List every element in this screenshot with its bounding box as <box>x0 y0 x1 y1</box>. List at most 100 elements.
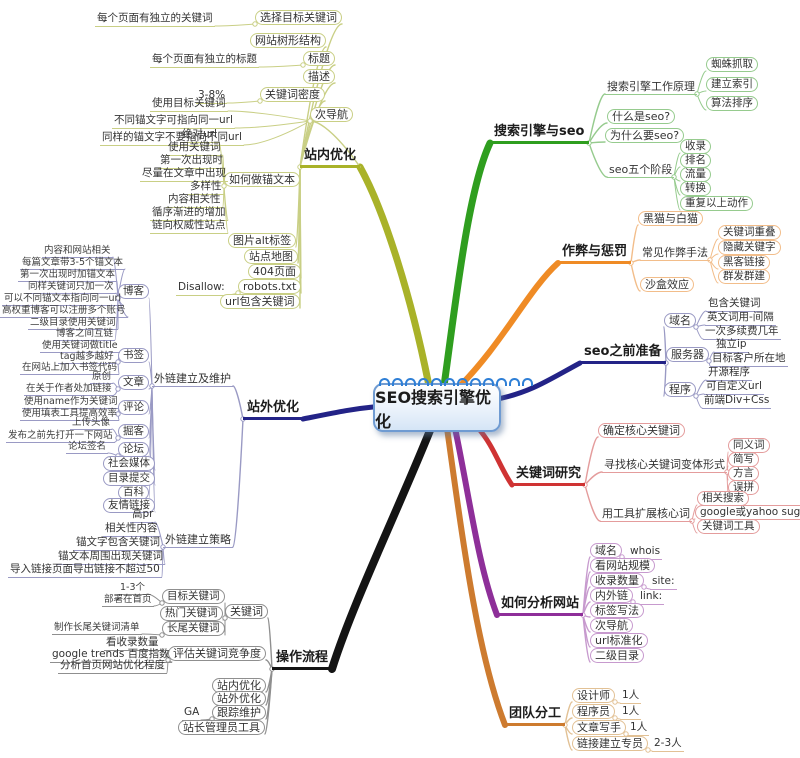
mindmap-node[interactable]: url包含关键词 <box>220 294 300 310</box>
mindmap-node[interactable]: Disallow: <box>176 281 227 296</box>
mindmap-node[interactable]: 部署在首页 <box>102 594 154 608</box>
mindmap-node[interactable]: site: <box>650 575 677 590</box>
mindmap-node[interactable]: 前端Div+Css <box>702 394 772 409</box>
mindmap-node[interactable]: 第一次出现时加锚文本 <box>18 269 118 283</box>
branch-offsite-optimization[interactable]: 站外优化 <box>243 400 304 420</box>
mindmap-node[interactable]: 博客 <box>118 284 149 299</box>
mindmap-node[interactable]: 相关搜索 <box>697 491 749 506</box>
mindmap-node[interactable]: 绝对url <box>180 128 219 143</box>
mindmap-node[interactable]: 使用name作为关键词 <box>22 396 120 410</box>
mindmap-node[interactable]: robots.txt <box>238 279 302 295</box>
mindmap-node[interactable]: 排名 <box>680 153 711 168</box>
mindmap-node[interactable]: 域名 <box>590 543 622 559</box>
mindmap-node[interactable]: 论坛签名 <box>66 441 109 455</box>
mindmap-node[interactable]: 书签 <box>118 348 149 363</box>
mindmap-node[interactable]: 社会媒体 <box>103 456 155 471</box>
mindmap-node[interactable]: GA <box>182 706 202 721</box>
mindmap-node[interactable]: 可自定义url <box>704 380 764 395</box>
mindmap-node[interactable]: 简写 <box>728 452 759 467</box>
branch-onsite-optimization[interactable]: 站内优化 <box>300 148 361 168</box>
mindmap-node[interactable]: 目标关键词 <box>162 589 225 604</box>
mindmap-node[interactable]: 站点地图 <box>244 249 298 265</box>
branch-workflow[interactable]: 操作流程 <box>272 650 333 670</box>
mindmap-node[interactable]: 选择目标关键词 <box>255 10 342 26</box>
branch-pre-seo-preparation[interactable]: seo之前准备 <box>580 344 666 364</box>
mindmap-node[interactable]: 外链建立及维护 <box>152 372 233 388</box>
mindmap-node[interactable]: 看网站规模 <box>590 558 655 574</box>
branch-search-engines-and-seo[interactable]: 搜索引擎与seo <box>490 124 589 144</box>
mindmap-node[interactable]: 站长管理员工具 <box>178 720 265 736</box>
branch-team-roles[interactable]: 团队分工 <box>505 706 566 726</box>
mindmap-node[interactable]: 长尾关键词 <box>162 621 225 636</box>
mindmap-node[interactable]: 3-8% <box>196 89 228 104</box>
central-topic[interactable]: SEO搜索引擎优化 <box>373 383 501 432</box>
mindmap-node[interactable]: link: <box>638 590 665 605</box>
mindmap-node[interactable]: 尽量在文章中出现 <box>140 167 228 182</box>
mindmap-node[interactable]: 网站树形结构 <box>250 33 326 49</box>
mindmap-node[interactable]: 链向权威性站点 <box>150 219 228 234</box>
mindmap-node[interactable]: seo五个阶段 <box>607 163 675 179</box>
mindmap-node[interactable]: 描述 <box>303 69 335 85</box>
mindmap-node[interactable]: 什么是seo? <box>607 109 676 125</box>
mindmap-node[interactable]: 制作长尾关键词清单 <box>52 622 142 636</box>
mindmap-node[interactable]: 二级目录使用关键词 <box>28 317 118 331</box>
branch-cheating-and-penalties[interactable]: 作弊与惩罚 <box>558 244 632 264</box>
mindmap-node[interactable]: 同样关键词只加一次 <box>26 281 116 295</box>
mindmap-node[interactable]: 用工具扩展核心词 <box>600 507 692 523</box>
mindmap-node[interactable]: 使用填表工具提高效率 <box>20 408 120 422</box>
mindmap-node[interactable]: 站内优化 <box>212 678 266 694</box>
mindmap-node[interactable]: 锚文字包含关键词 <box>74 536 162 551</box>
mindmap-node[interactable]: 循序渐进的增加 <box>150 206 228 221</box>
mindmap-node[interactable]: 导入链接页面导出链接不超过50 <box>8 563 162 578</box>
mindmap-node[interactable]: 高pr <box>130 508 156 523</box>
mindmap-node[interactable]: 链接建立专员 <box>572 736 648 752</box>
mindmap-node[interactable]: 转换 <box>680 181 711 196</box>
mindmap-node[interactable]: 次导航 <box>590 618 633 634</box>
mindmap-node[interactable]: 开源程序 <box>706 366 752 381</box>
mindmap-node[interactable]: 高权重博客可以注册多个账号 <box>0 305 128 319</box>
mindmap-node[interactable]: 不同锚文字可指向同一url <box>112 114 235 129</box>
mindmap-node[interactable]: 二级目录 <box>590 648 644 664</box>
mindmap-node[interactable]: 热门关键词 <box>160 606 223 621</box>
mindmap-node[interactable]: 建立索引 <box>706 77 758 92</box>
mindmap-node[interactable]: 收录 <box>680 139 711 154</box>
mindmap-node[interactable]: 博客之间互链 <box>54 328 116 342</box>
mindmap-node[interactable]: 群发群建 <box>718 269 770 284</box>
mindmap-node[interactable]: 论坛 <box>118 442 149 457</box>
mindmap-node[interactable]: 第一次出现时 <box>158 154 225 169</box>
mindmap-node[interactable]: 跟踪维护 <box>212 705 266 721</box>
mindmap-node[interactable]: 搜索引擎工作原理 <box>605 80 697 96</box>
mindmap-node[interactable]: 关键词重叠 <box>718 225 781 240</box>
mindmap-node[interactable]: 黑客链接 <box>718 255 770 270</box>
mindmap-node[interactable]: 为什么要seo? <box>605 128 685 144</box>
mindmap-node[interactable]: 文章 <box>118 375 149 390</box>
mindmap-node[interactable]: 1人 <box>628 721 650 736</box>
mindmap-node[interactable]: 404页面 <box>248 264 301 280</box>
mindmap-node[interactable]: 流量 <box>680 167 711 182</box>
mindmap-node[interactable]: 发布之前先打开一下网站 <box>6 430 115 444</box>
mindmap-node[interactable]: 同义词 <box>728 438 770 453</box>
mindmap-node[interactable]: 内外链 <box>590 588 633 604</box>
mindmap-node[interactable]: google或yahoo suggest <box>695 505 800 520</box>
mindmap-node[interactable]: 每个页面有独立的标题 <box>150 53 259 68</box>
mindmap-node[interactable]: 标题 <box>303 51 335 67</box>
mindmap-node[interactable]: 使用关键词做title <box>40 340 120 354</box>
branch-keyword-research[interactable]: 关键词研究 <box>512 466 586 486</box>
mindmap-node[interactable]: 在网站上加入书签代码 <box>20 362 120 376</box>
mindmap-node[interactable]: 评论 <box>118 400 149 415</box>
mindmap-node[interactable]: 沙盒效应 <box>640 277 694 293</box>
mindmap-node[interactable]: 1-3个 <box>118 582 148 596</box>
mindmap-node[interactable]: 内容相关性 <box>166 193 223 208</box>
mindmap-node[interactable]: 黑猫与白猫 <box>638 211 703 227</box>
mindmap-node[interactable]: 分析首页网站优化程度 <box>58 659 167 674</box>
mindmap-node[interactable]: 相关性内容 <box>103 522 160 537</box>
mindmap-node[interactable]: 每个页面有独立的关键词 <box>95 12 215 27</box>
mindmap-node[interactable]: 服务器 <box>666 347 709 363</box>
mindmap-node[interactable]: 一次多续费几年 <box>703 325 781 340</box>
mindmap-node[interactable]: 如何做锚文本 <box>224 172 300 188</box>
mindmap-node[interactable]: 英文词用-间隔 <box>705 311 776 326</box>
branch-site-analysis[interactable]: 如何分析网站 <box>497 596 584 616</box>
mindmap-node[interactable]: 文章写手 <box>572 720 626 736</box>
mindmap-node[interactable]: 每篇文章带3-5个锚文本 <box>20 257 126 271</box>
mindmap-node[interactable]: 同样的锚文字不要指向不同url <box>100 131 244 146</box>
